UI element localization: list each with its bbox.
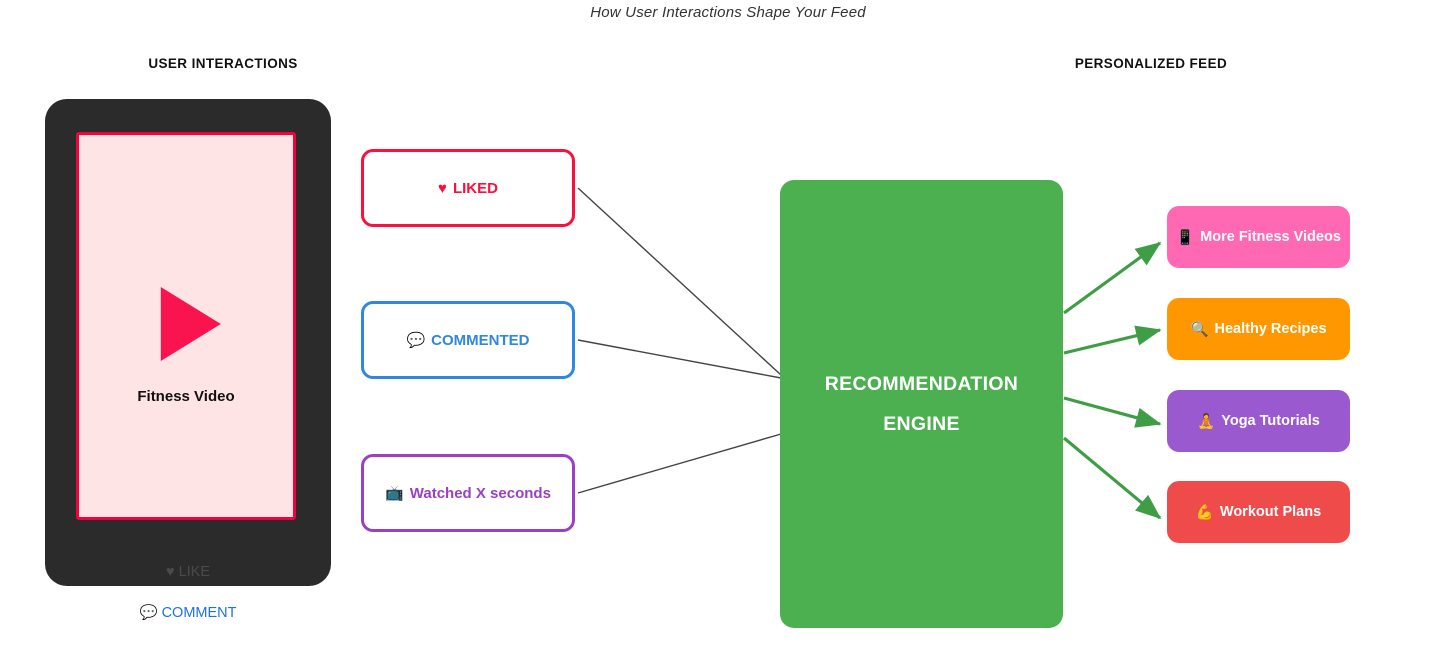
- output-arrow-group: [1062, 241, 1162, 520]
- feed-card-more-fitness-videos[interactable]: 📱 More Fitness Videos: [1167, 206, 1350, 268]
- column-header-personalized-feed: PERSONALIZED FEED: [1074, 56, 1228, 71]
- mobile-phone-icon: 📱: [1176, 229, 1195, 246]
- arrow-engine-to-feed-0: [1063, 241, 1162, 315]
- interaction-card-commented[interactable]: 💬 COMMENTED: [361, 301, 575, 379]
- video-title: Fitness Video: [137, 388, 235, 405]
- interaction-card-watched[interactable]: 📺 Watched X seconds: [361, 454, 575, 532]
- connector-commented-to-engine: [577, 339, 782, 379]
- heart-icon: ♥: [165, 564, 175, 580]
- feed-card-healthy-recipes[interactable]: 🔍 Healthy Recipes: [1167, 298, 1350, 360]
- speech-bubble-icon: 💬: [139, 605, 158, 621]
- input-connector-group: [577, 187, 782, 494]
- arrow-engine-to-feed-3: [1062, 436, 1162, 520]
- connector-liked-to-engine: [577, 187, 782, 376]
- phone-like-label: LIKE: [178, 564, 211, 580]
- television-icon: 📺: [385, 485, 404, 502]
- magnifying-glass-icon: 🔍: [1190, 321, 1209, 338]
- phone-comment-label: COMMENT: [161, 605, 237, 621]
- arrow-engine-to-feed-2: [1063, 396, 1162, 428]
- lotus-position-icon: 🧘: [1197, 413, 1216, 430]
- connector-watched-to-engine: [577, 433, 782, 494]
- feed-card-yoga-tutorials[interactable]: 🧘 Yoga Tutorials: [1167, 390, 1350, 452]
- flexed-biceps-icon: 💪: [1195, 504, 1214, 521]
- engine-label-line1: RECOMMENDATION: [824, 373, 1019, 395]
- phone-comment-button[interactable]: 💬COMMENT: [45, 604, 331, 621]
- feed-label-3: Workout Plans: [1219, 504, 1322, 520]
- engine-label-line2: ENGINE: [883, 413, 960, 435]
- interaction-label-liked: LIKED: [452, 179, 498, 197]
- interaction-label-commented: COMMENTED: [431, 331, 530, 349]
- interaction-label-watched: Watched X seconds: [409, 484, 551, 502]
- feed-label-0: More Fitness Videos: [1200, 229, 1341, 245]
- feed-label-2: Yoga Tutorials: [1221, 413, 1320, 429]
- recommendation-engine-box: RECOMMENDATION ENGINE: [780, 180, 1063, 628]
- column-header-user-interactions: USER INTERACTIONS: [148, 56, 298, 71]
- phone-like-button[interactable]: ♥LIKE: [45, 564, 331, 580]
- heart-icon: ♥: [438, 179, 447, 197]
- interaction-card-liked[interactable]: ♥ LIKED: [361, 149, 575, 227]
- phone-screen: Fitness Video: [76, 132, 296, 520]
- phone-mockup: Fitness Video ♥LIKE: [45, 99, 331, 586]
- page-title: How User Interactions Shape Your Feed: [590, 4, 866, 21]
- feed-label-1: Healthy Recipes: [1214, 321, 1327, 337]
- feed-card-workout-plans[interactable]: 💪 Workout Plans: [1167, 481, 1350, 543]
- play-triangle-icon[interactable]: [160, 287, 221, 361]
- speech-bubble-icon: 💬: [406, 332, 426, 349]
- arrow-engine-to-feed-1: [1063, 325, 1162, 355]
